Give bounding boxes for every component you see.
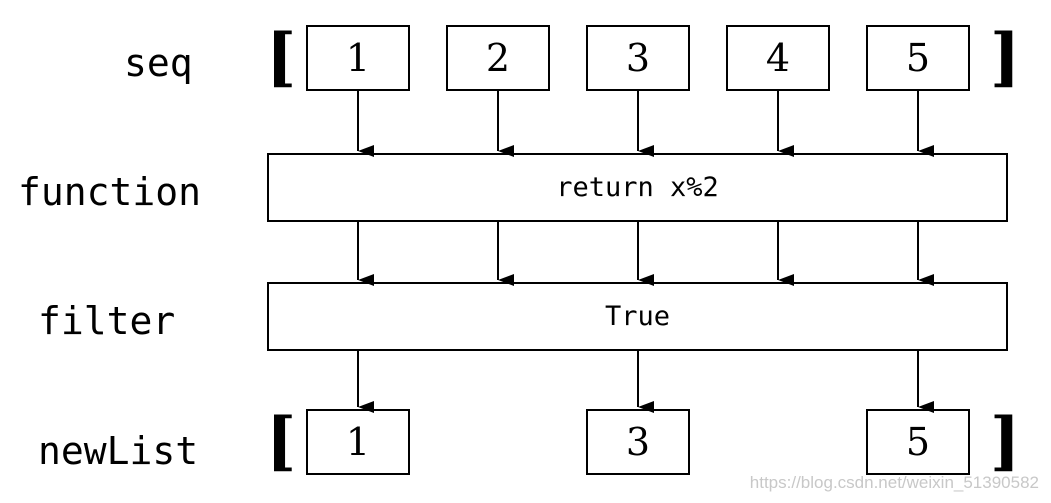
seq-label: seq: [124, 41, 193, 85]
seq-open-bracket: [: [266, 20, 297, 95]
seq-item: 1: [306, 25, 410, 91]
filter-label: filter: [38, 299, 176, 343]
seq-item: 2: [446, 25, 550, 91]
newlist-open-bracket: [: [266, 404, 297, 479]
function-box: return x%2: [267, 153, 1008, 222]
function-label: function: [18, 170, 202, 214]
seq-item: 3: [586, 25, 690, 91]
filter-box: True: [267, 282, 1008, 351]
newlist-item: 3: [586, 409, 690, 475]
seq-close-bracket: ]: [990, 20, 1021, 95]
newlist-item: 5: [866, 409, 970, 475]
newlist-label: newList: [38, 429, 199, 473]
newlist-item: 1: [306, 409, 410, 475]
seq-item: 4: [726, 25, 830, 91]
seq-item: 5: [866, 25, 970, 91]
watermark-text: https://blog.csdn.net/weixin_51390582: [749, 473, 1039, 492]
newlist-close-bracket: ]: [990, 404, 1021, 479]
